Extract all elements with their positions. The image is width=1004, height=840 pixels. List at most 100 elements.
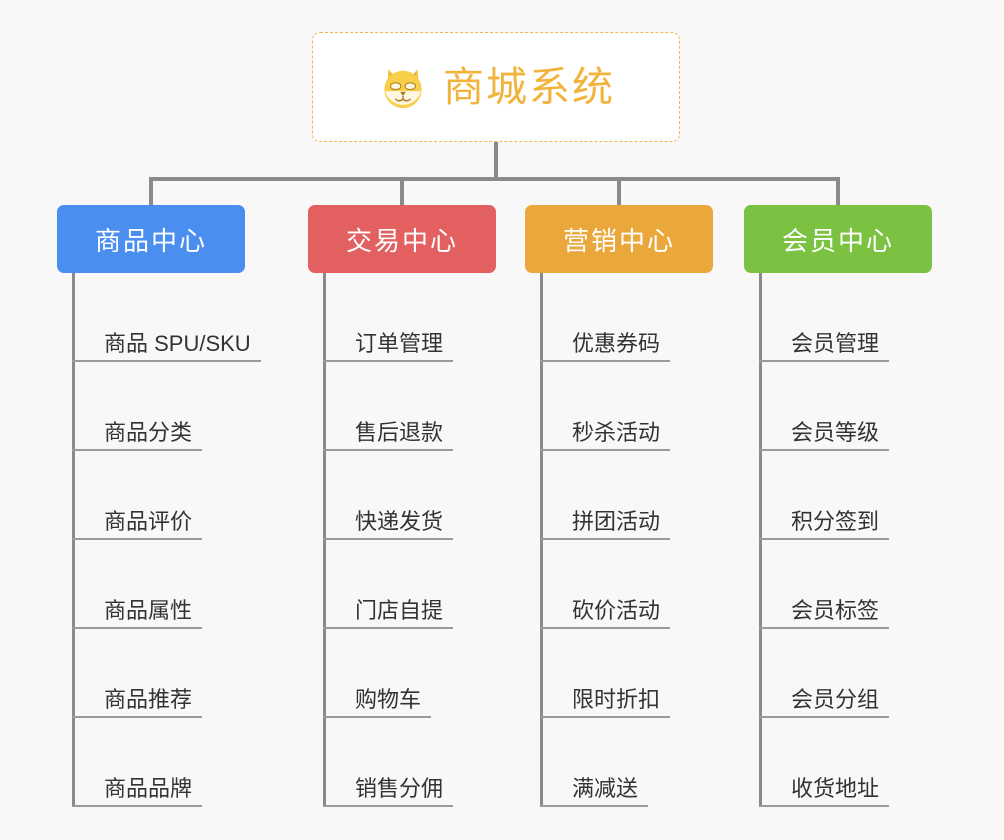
branch-column-3: 营销中心 优惠券码 秒杀活动 拼团活动 砍价活动 限时折扣 (525, 205, 755, 807)
leaf-item[interactable]: 满减送 (540, 718, 755, 807)
branch-header-1[interactable]: 商品中心 (57, 205, 245, 273)
leaf-underline (323, 716, 431, 718)
leaf-underline (72, 627, 202, 629)
leaf-item[interactable]: 会员分组 (759, 629, 974, 718)
connector-drop-2 (400, 177, 404, 207)
leaf-underline (323, 805, 453, 807)
leaf-label: 会员管理 (791, 330, 880, 356)
leaf-underline (759, 449, 889, 451)
leaf-underline (72, 449, 202, 451)
leaf-underline (540, 538, 670, 540)
leaf-underline (323, 538, 453, 540)
leaf-label: 限时折扣 (572, 686, 661, 712)
leaf-label: 门店自提 (355, 597, 444, 623)
leaf-underline (540, 805, 648, 807)
leaf-item[interactable]: 会员等级 (759, 362, 974, 451)
leaf-label: 商品分类 (104, 419, 193, 445)
leaf-underline (540, 449, 670, 451)
branch-header-3[interactable]: 营销中心 (525, 205, 713, 273)
leaf-underline (759, 360, 889, 362)
leaf-underline (759, 627, 889, 629)
leaf-list-2: 订单管理 售后退款 快递发货 门店自提 购物车 销售分佣 (323, 273, 538, 807)
leaf-label: 会员分组 (791, 686, 880, 712)
branch-header-label-4: 会员中心 (781, 225, 894, 256)
connector-drop-4 (836, 177, 840, 207)
leaf-label: 售后退款 (355, 419, 444, 445)
leaf-label: 砍价活动 (572, 597, 661, 623)
leaf-item[interactable]: 快递发货 (323, 451, 538, 540)
leaf-item[interactable]: 商品属性 (72, 540, 287, 629)
leaf-underline (323, 627, 453, 629)
leaf-item[interactable]: 会员标签 (759, 540, 974, 629)
leaf-label: 快递发货 (355, 508, 444, 534)
leaf-item[interactable]: 售后退款 (323, 362, 538, 451)
branch-header-label-2: 交易中心 (345, 225, 458, 256)
leaf-label: 订单管理 (355, 330, 444, 356)
leaf-item[interactable]: 商品分类 (72, 362, 287, 451)
connector-horizontal-bus (149, 177, 839, 181)
branch-column-2: 交易中心 订单管理 售后退款 快递发货 门店自提 购物车 (308, 205, 538, 807)
leaf-item[interactable]: 商品推荐 (72, 629, 287, 718)
leaf-item[interactable]: 秒杀活动 (540, 362, 755, 451)
dog-face-icon (384, 69, 422, 109)
leaf-item[interactable]: 优惠券码 (540, 273, 755, 362)
leaf-spine-3 (540, 273, 543, 807)
leaf-underline (323, 449, 453, 451)
leaf-item[interactable]: 门店自提 (323, 540, 538, 629)
leaf-underline (72, 805, 202, 807)
branch-header-label-1: 商品中心 (94, 225, 207, 256)
leaf-label: 商品品牌 (104, 775, 193, 801)
leaf-item[interactable]: 销售分佣 (323, 718, 538, 807)
branch-column-1: 商品中心 商品 SPU/SKU 商品分类 商品评价 商品属性 商品推荐 (57, 205, 287, 807)
leaf-list-3: 优惠券码 秒杀活动 拼团活动 砍价活动 限时折扣 满减送 (540, 273, 755, 807)
leaf-label: 商品评价 (104, 508, 193, 534)
leaf-label: 销售分佣 (355, 775, 444, 801)
leaf-underline (72, 360, 261, 362)
branch-header-2[interactable]: 交易中心 (308, 205, 496, 273)
leaf-underline (72, 538, 202, 540)
leaf-label: 会员标签 (791, 597, 880, 623)
leaf-label: 优惠券码 (572, 330, 661, 356)
leaf-underline (759, 538, 889, 540)
leaf-item[interactable]: 商品 SPU/SKU (72, 273, 287, 362)
leaf-underline (759, 716, 889, 718)
leaf-item[interactable]: 商品品牌 (72, 718, 287, 807)
branch-header-label-3: 营销中心 (562, 225, 675, 256)
leaf-underline (540, 716, 670, 718)
branch-column-4: 会员中心 会员管理 会员等级 积分签到 会员标签 会员分组 (744, 205, 974, 807)
leaf-item[interactable]: 砍价活动 (540, 540, 755, 629)
leaf-underline (540, 360, 670, 362)
root-node-shop-system[interactable]: 商城系统 (312, 32, 680, 142)
leaf-underline (72, 716, 202, 718)
connector-drop-1 (149, 177, 153, 207)
leaf-label: 收货地址 (791, 775, 880, 801)
leaf-item[interactable]: 拼团活动 (540, 451, 755, 540)
leaf-list-4: 会员管理 会员等级 积分签到 会员标签 会员分组 收货地址 (759, 273, 974, 807)
leaf-spine-4 (759, 273, 762, 807)
leaf-label: 满减送 (572, 775, 639, 801)
leaf-item[interactable]: 会员管理 (759, 273, 974, 362)
leaf-item[interactable]: 收货地址 (759, 718, 974, 807)
leaf-item[interactable]: 购物车 (323, 629, 538, 718)
leaf-label: 秒杀活动 (572, 419, 661, 445)
leaf-label: 购物车 (355, 686, 422, 712)
leaf-underline (759, 805, 889, 807)
connector-drop-3 (617, 177, 621, 207)
leaf-label: 商品属性 (104, 597, 193, 623)
leaf-spine-2 (323, 273, 326, 807)
root-node-title: 商城系统 (443, 63, 615, 110)
connector-root-stem (494, 142, 498, 180)
leaf-item[interactable]: 限时折扣 (540, 629, 755, 718)
branch-header-4[interactable]: 会员中心 (744, 205, 932, 273)
leaf-spine-1 (72, 273, 75, 807)
leaf-item[interactable]: 积分签到 (759, 451, 974, 540)
leaf-item[interactable]: 商品评价 (72, 451, 287, 540)
leaf-label: 商品 SPU/SKU (104, 330, 251, 356)
leaf-label: 积分签到 (791, 508, 880, 534)
leaf-list-1: 商品 SPU/SKU 商品分类 商品评价 商品属性 商品推荐 商品品牌 (72, 273, 287, 807)
leaf-underline (323, 360, 453, 362)
leaf-label: 拼团活动 (572, 508, 661, 534)
leaf-underline (540, 627, 670, 629)
leaf-item[interactable]: 订单管理 (323, 273, 538, 362)
